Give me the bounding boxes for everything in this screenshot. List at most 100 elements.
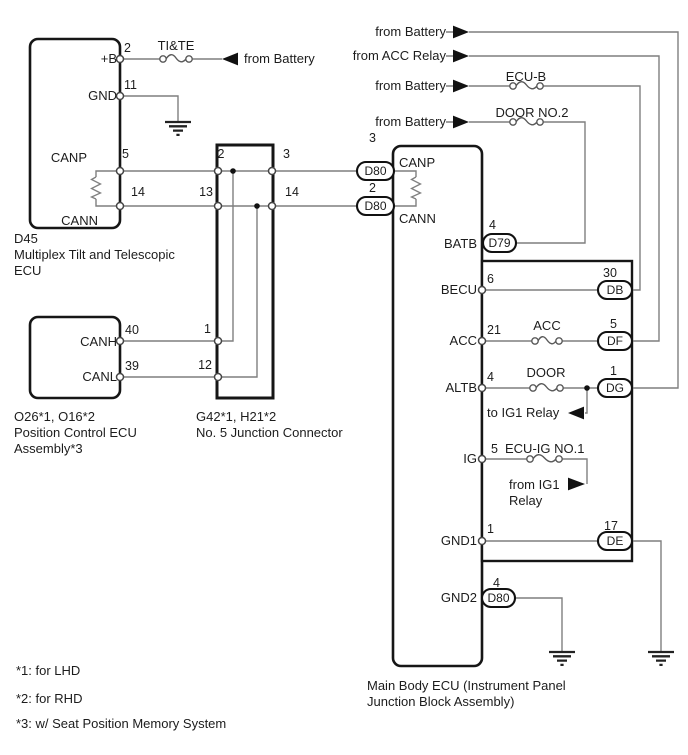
pin-circle bbox=[477, 536, 487, 546]
fuse-wave bbox=[515, 81, 538, 90]
branch-label: from IG1 bbox=[509, 477, 560, 492]
pin-number: 2 bbox=[124, 41, 131, 55]
fuse-label: ECU-B bbox=[506, 69, 546, 84]
component-caption: G42*1, H21*2 bbox=[196, 409, 276, 424]
branch-label: Relay bbox=[509, 493, 543, 508]
pin-number: 14 bbox=[285, 185, 299, 199]
fuse-terminal bbox=[509, 82, 517, 90]
arrow-from-battery-left bbox=[222, 52, 238, 66]
feed-label: from Battery bbox=[375, 114, 446, 129]
pin-number: 17 bbox=[604, 519, 618, 533]
ground-symbol-d45 bbox=[165, 120, 191, 137]
arrow-to-ig1-relay bbox=[568, 406, 584, 420]
fuse-door-no2 bbox=[509, 117, 544, 126]
pin-label: CANP bbox=[51, 150, 87, 165]
wire-to-ig1-relay bbox=[585, 388, 588, 414]
pin-label: CANL bbox=[82, 369, 117, 384]
wire-battery1-to-dg bbox=[446, 31, 679, 389]
connector-label: DE bbox=[607, 534, 624, 548]
pin-number: 4 bbox=[489, 218, 496, 232]
pin-circle bbox=[477, 336, 487, 346]
connector-oval-d80-gnd2 bbox=[480, 587, 517, 609]
wire-gnd1 bbox=[482, 540, 662, 652]
pin-label: CANP bbox=[399, 155, 435, 170]
d45-ecu-box bbox=[28, 37, 122, 230]
wire-accrelay-to-df bbox=[446, 55, 660, 342]
pin-number: 12 bbox=[198, 358, 212, 372]
pin-circle bbox=[267, 201, 277, 211]
wire-ig bbox=[482, 458, 588, 484]
component-caption: ECU bbox=[14, 263, 41, 278]
fuse-terminal bbox=[529, 384, 537, 392]
ground-symbol-gnd2 bbox=[549, 650, 575, 667]
component-caption: Multiplex Tilt and Telescopic bbox=[14, 247, 175, 262]
pin-circle bbox=[213, 372, 223, 382]
pin-circles bbox=[115, 54, 487, 546]
d45-labels: +B 2 TI&TE from Battery GND 11 CANP 5 CA… bbox=[14, 38, 315, 278]
fuse-wave bbox=[515, 117, 538, 126]
wire-gnd2 bbox=[516, 597, 563, 652]
component-caption: Assembly*3 bbox=[14, 441, 83, 456]
no5-junction-connector-box bbox=[215, 143, 275, 400]
wire-junction-internal bbox=[218, 171, 258, 378]
pin-circle bbox=[115, 54, 125, 64]
component-caption: Junction Block Assembly) bbox=[367, 694, 514, 709]
pin-circle bbox=[115, 166, 125, 176]
pin-label: +B bbox=[101, 51, 117, 66]
resistor-main-ecu bbox=[409, 176, 423, 200]
fuse-terminal bbox=[159, 55, 167, 63]
junction-dot bbox=[584, 385, 590, 391]
connector-label: DB bbox=[607, 283, 624, 297]
fuse-terminal bbox=[509, 118, 517, 126]
pin-label: IG bbox=[463, 451, 477, 466]
feed-label: from ACC Relay bbox=[353, 48, 447, 63]
pin-number: 40 bbox=[125, 323, 139, 337]
pin-number: 11 bbox=[124, 78, 137, 92]
fuse-terminal bbox=[536, 118, 544, 126]
fuse-wave bbox=[532, 454, 557, 463]
pin-circle bbox=[115, 201, 125, 211]
pin-circle bbox=[213, 336, 223, 346]
pin-label: ALTB bbox=[445, 380, 477, 395]
wire-gnd-d45 bbox=[120, 95, 179, 122]
connector-label: D80 bbox=[364, 199, 386, 213]
component-caption: Position Control ECU bbox=[14, 425, 137, 440]
junction-connector-labels: 2 3 13 14 1 12 G42*1, H21*2 No. 5 Juncti… bbox=[196, 147, 343, 440]
fuse-ecu-ig-no1 bbox=[526, 454, 563, 463]
pin-number: 30 bbox=[603, 266, 617, 280]
connector-label: D80 bbox=[487, 591, 509, 605]
pin-circle bbox=[213, 201, 223, 211]
pin-number: 2 bbox=[218, 147, 225, 161]
pin-label: CANN bbox=[61, 213, 98, 228]
connector-oval-d80-cann bbox=[355, 195, 396, 217]
connector-label: DG bbox=[606, 381, 624, 395]
fuse-wave bbox=[165, 54, 187, 63]
feed-label: from Battery bbox=[375, 78, 446, 93]
fuse-terminal bbox=[555, 337, 563, 345]
junction-dot bbox=[230, 168, 236, 174]
footnote: *1: for LHD bbox=[16, 663, 80, 678]
fuse-terminal bbox=[536, 82, 544, 90]
wire-main-resistor-stubs bbox=[393, 170, 417, 207]
junction-dot bbox=[254, 203, 260, 209]
arrow-feed-battery2 bbox=[453, 79, 469, 93]
pin-circle bbox=[477, 285, 487, 295]
component-caption: Main Body ECU (Instrument Panel bbox=[367, 678, 566, 693]
ground-bars bbox=[549, 650, 575, 667]
connector-label: D80 bbox=[364, 164, 386, 178]
main-body-ecu-labels: 3 CANP 2 CANN BATB 4 BECU 6 30 ACC 21 AC… bbox=[367, 131, 618, 709]
feed-labels: from Battery from ACC Relay from Battery… bbox=[353, 24, 569, 129]
pin-circle bbox=[115, 91, 125, 101]
pin-circle bbox=[267, 166, 277, 176]
connector-label: D79 bbox=[488, 236, 510, 250]
fuse-terminal bbox=[531, 337, 539, 345]
fuse-ecub bbox=[509, 81, 544, 90]
pin-number: 1 bbox=[610, 364, 617, 378]
fuse-label: ACC bbox=[533, 318, 560, 333]
branch-label: to IG1 Relay bbox=[487, 405, 560, 420]
fuse-terminal bbox=[556, 384, 564, 392]
fuse-label: DOOR bbox=[527, 365, 566, 380]
footnote: *2: for RHD bbox=[16, 691, 82, 706]
fuse-wave bbox=[535, 383, 558, 392]
